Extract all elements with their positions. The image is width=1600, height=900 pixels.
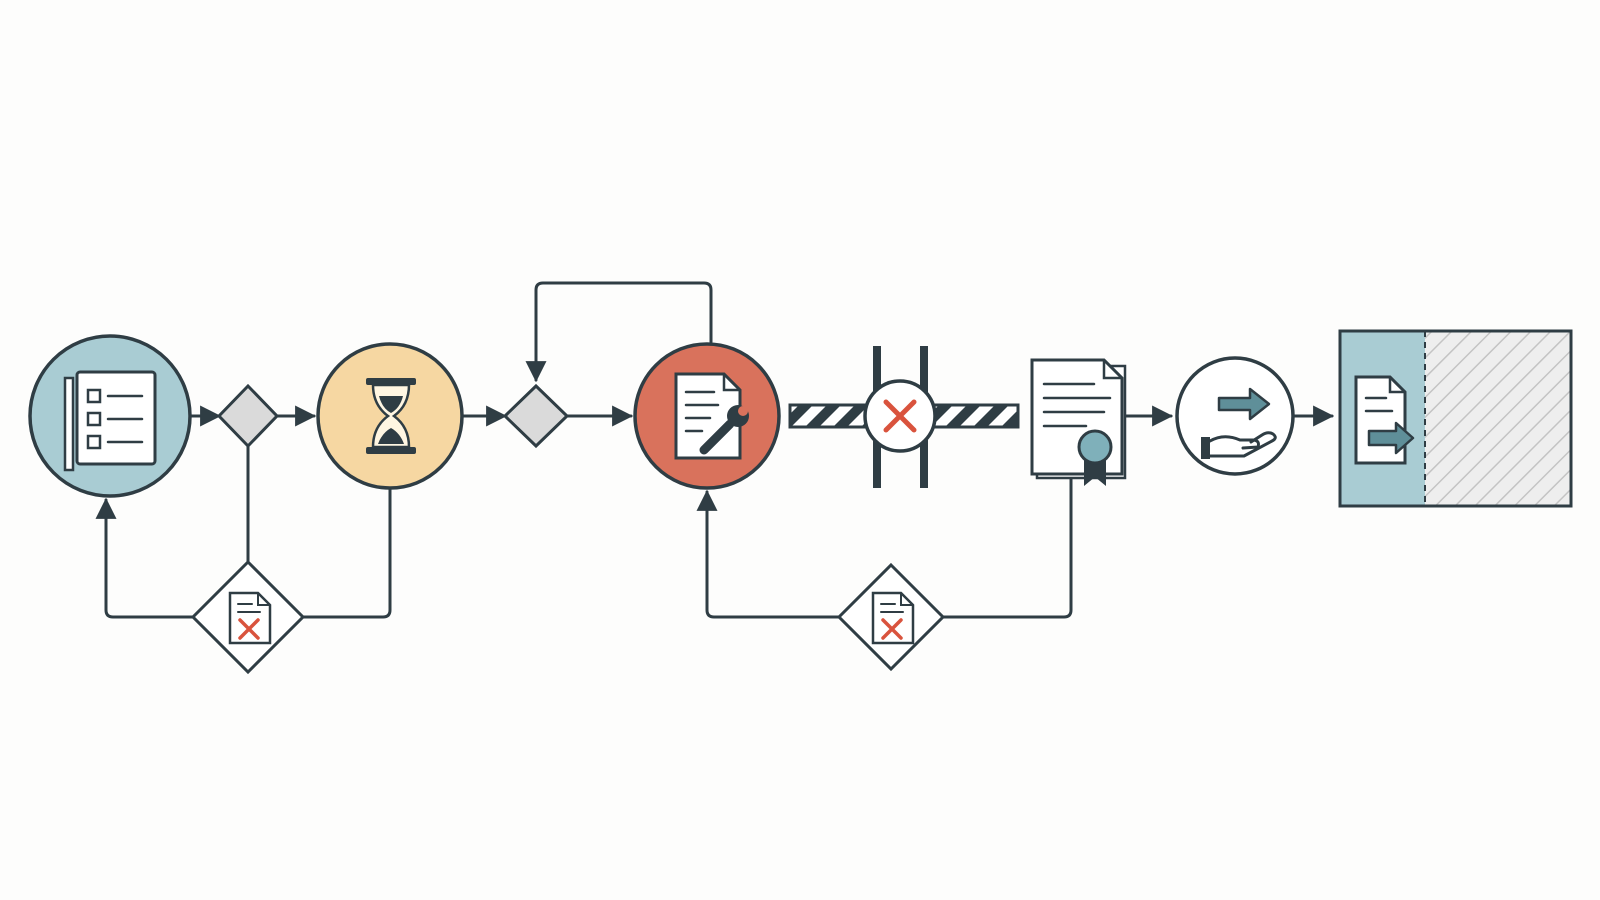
certificate-ribbon-icon bbox=[1077, 429, 1113, 486]
edge-certificate-to-reject-2 bbox=[941, 476, 1073, 619]
document-arrow-icon bbox=[1354, 375, 1415, 465]
edge-rework-loop-to-gateway-2 bbox=[525, 281, 713, 383]
edge-reject-1-to-checklist bbox=[95, 497, 195, 619]
edge-waiting-to-reject-1 bbox=[302, 486, 392, 619]
output-node[interactable] bbox=[1338, 329, 1573, 508]
gateway-2[interactable] bbox=[502, 383, 570, 449]
waiting-node[interactable] bbox=[316, 342, 464, 490]
blocked-barrier-node[interactable] bbox=[788, 346, 1020, 488]
x-mark-icon bbox=[883, 399, 917, 433]
hourglass-icon bbox=[366, 378, 416, 454]
reject-gateway-1[interactable] bbox=[190, 559, 306, 675]
edge-reject-2-to-rework bbox=[696, 489, 841, 619]
document-wrench-icon bbox=[674, 372, 749, 460]
gateway-1[interactable] bbox=[216, 383, 280, 449]
connectors bbox=[95, 281, 1335, 619]
rework-node[interactable] bbox=[633, 342, 781, 490]
certificate-node[interactable] bbox=[1030, 358, 1127, 486]
checklist-icon bbox=[63, 370, 157, 472]
rejected-document-icon bbox=[228, 591, 272, 645]
reject-gateway-2[interactable] bbox=[836, 562, 946, 672]
hand-arrow-icon bbox=[1201, 387, 1277, 459]
rejected-document-icon bbox=[871, 591, 915, 645]
handover-node[interactable] bbox=[1175, 356, 1295, 476]
checklist-node[interactable] bbox=[28, 334, 192, 498]
